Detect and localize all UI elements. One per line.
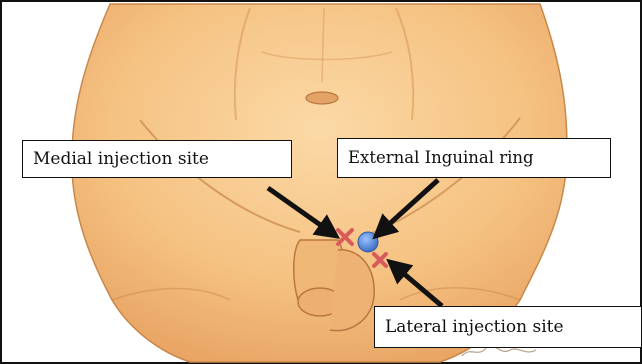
navel (306, 92, 338, 104)
lateral-injection-site-label: Lateral injection site (374, 306, 642, 348)
medial-injection-site-label: Medial injection site (22, 140, 292, 178)
blue-circle-icon (358, 232, 378, 252)
external-inguinal-ring-label: External Inguinal ring (337, 138, 611, 178)
